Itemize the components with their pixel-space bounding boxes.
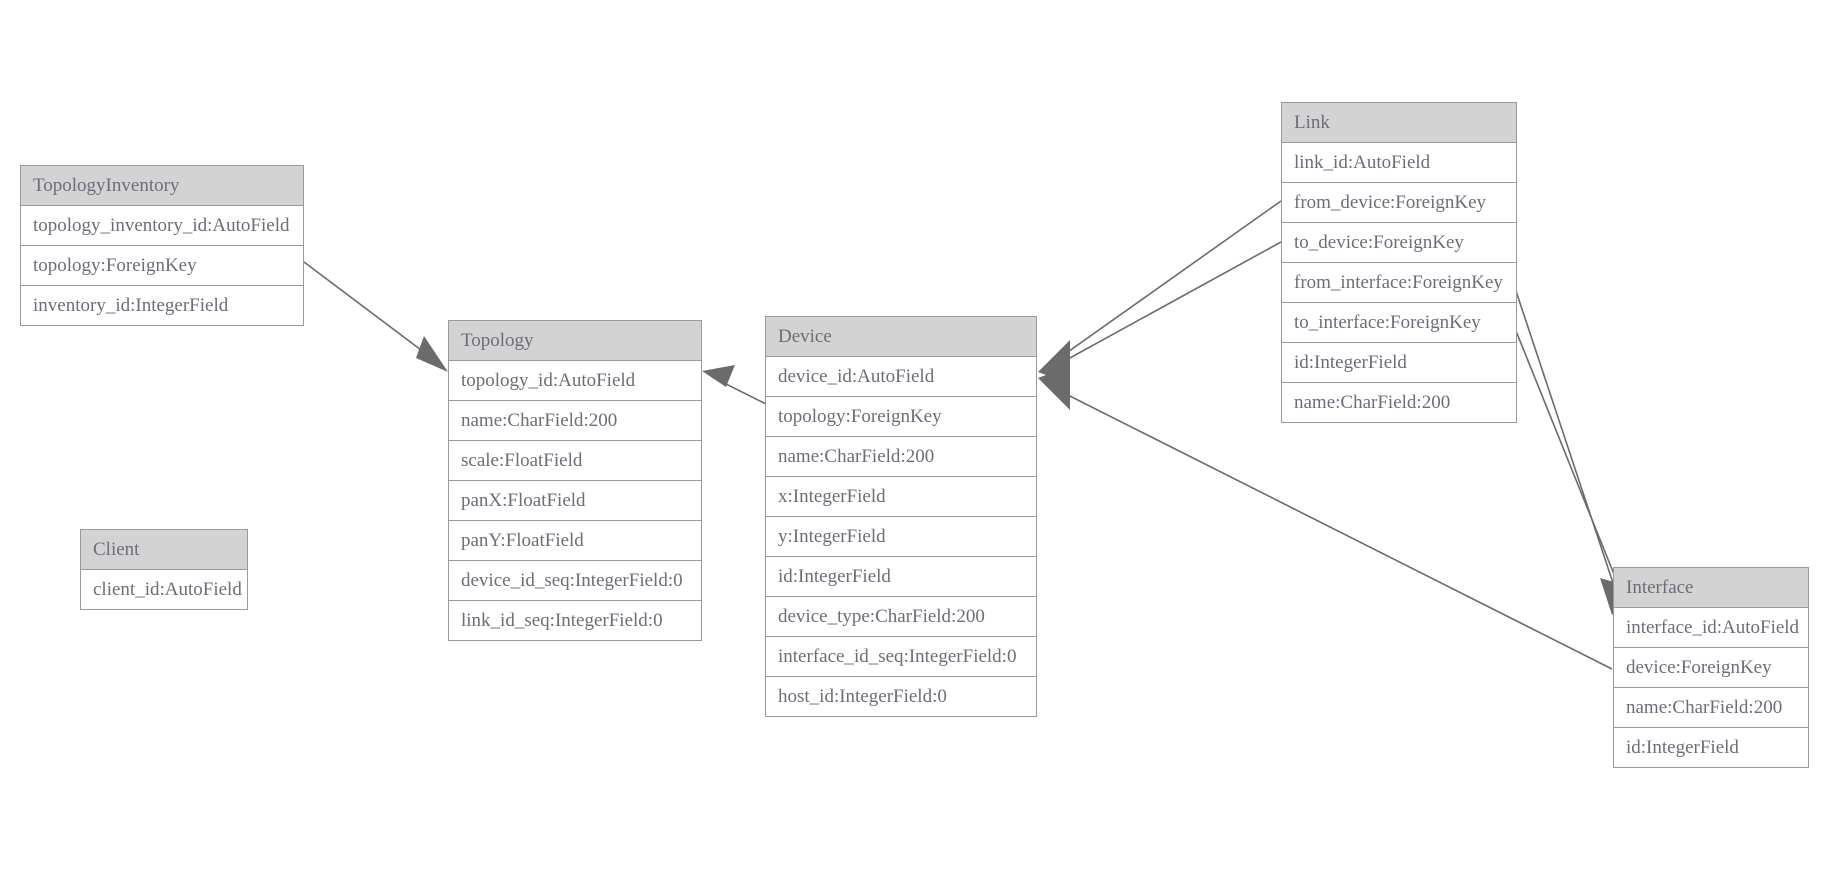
- entity-field: name:CharField:200: [1614, 688, 1808, 728]
- entity-field: link_id_seq:IntegerField:0: [461, 610, 663, 631]
- entity-field: topology_id:AutoField: [449, 361, 701, 401]
- edge-device-topology: [702, 365, 767, 405]
- entity-title: TopologyInventory: [21, 166, 303, 206]
- entity-title: Link: [1282, 103, 1516, 143]
- entity-field: panY:FloatField: [449, 521, 701, 561]
- entity-field: name:CharField:200: [1294, 392, 1451, 413]
- entity-field: client_id:AutoField: [93, 579, 242, 600]
- entity-field: from_interface:ForeignKey: [1282, 263, 1516, 303]
- entity-field: id:IntegerField: [766, 557, 1036, 597]
- edge-link-to-interface: [1513, 325, 1627, 605]
- entity-field: topology:ForeignKey: [21, 246, 303, 286]
- entity-field: interface_id_seq:IntegerField:0: [766, 637, 1036, 677]
- entity-field: link_id:AutoField: [1282, 143, 1516, 183]
- entity-field: host_id:IntegerField:0: [778, 686, 947, 707]
- entity-field: scale:FloatField: [449, 441, 701, 481]
- entity-title: Topology: [449, 321, 701, 361]
- entity-topologyinventory[interactable]: TopologyInventory topology_inventory_id:…: [20, 165, 304, 326]
- entity-field: from_device:ForeignKey: [1282, 183, 1516, 223]
- entity-field: to_interface:ForeignKey: [1282, 303, 1516, 343]
- entity-field: topology:ForeignKey: [766, 397, 1036, 437]
- edge-link-from-interface: [1513, 284, 1621, 605]
- entity-field: device_id:AutoField: [766, 357, 1036, 397]
- arrowhead-device-upper: [1038, 340, 1070, 384]
- entity-field: panX:FloatField: [449, 481, 701, 521]
- entity-field: to_device:ForeignKey: [1282, 223, 1516, 263]
- entity-device[interactable]: Device device_id:AutoField topology:Fore…: [765, 316, 1037, 717]
- arrowhead-device-lower: [1038, 366, 1070, 410]
- entity-interface[interactable]: Interface interface_id:AutoField device:…: [1613, 567, 1809, 768]
- entity-field: id:IntegerField: [1626, 737, 1739, 758]
- edge-interface-device: [1049, 385, 1613, 670]
- entity-title: Client: [81, 530, 247, 570]
- entity-client[interactable]: Client client_id:AutoField: [80, 529, 248, 610]
- entity-topology[interactable]: Topology topology_id:AutoField name:Char…: [448, 320, 702, 641]
- entity-field: name:CharField:200: [766, 437, 1036, 477]
- edge-link-to-device: [1047, 241, 1282, 371]
- entity-field: id:IntegerField: [1282, 343, 1516, 383]
- entity-field: name:CharField:200: [449, 401, 701, 441]
- entity-field: device_type:CharField:200: [766, 597, 1036, 637]
- edge-link-from-device: [1047, 200, 1282, 367]
- entity-title: Device: [766, 317, 1036, 357]
- entity-field: y:IntegerField: [766, 517, 1036, 557]
- entity-title: Interface: [1614, 568, 1808, 608]
- entity-field: topology_inventory_id:AutoField: [21, 206, 303, 246]
- entity-field: x:IntegerField: [766, 477, 1036, 517]
- entity-field: interface_id:AutoField: [1614, 608, 1808, 648]
- entity-field: device_id_seq:IntegerField:0: [449, 561, 701, 601]
- entity-field: device:ForeignKey: [1614, 648, 1808, 688]
- entity-link[interactable]: Link link_id:AutoField from_device:Forei…: [1281, 102, 1517, 423]
- edge-topologyinventory-topology: [303, 261, 448, 372]
- entity-field: inventory_id:IntegerField: [33, 295, 229, 316]
